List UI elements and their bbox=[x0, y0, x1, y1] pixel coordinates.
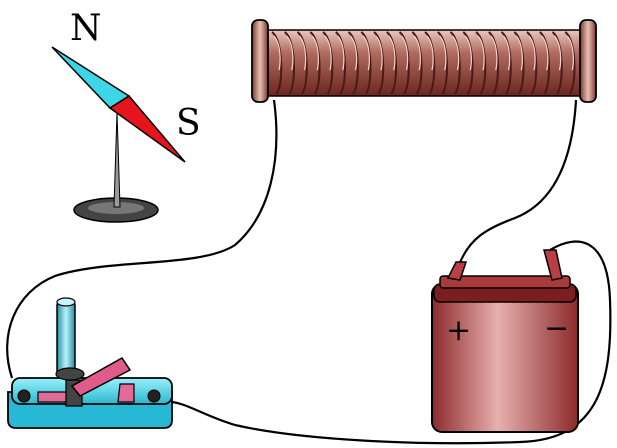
switch-right-contact bbox=[117, 383, 135, 403]
coil-winding-highlight bbox=[337, 35, 345, 71]
coil-winding-highlight bbox=[490, 35, 498, 71]
coil-winding-turn bbox=[373, 31, 385, 95]
coil-winding-highlight bbox=[541, 35, 549, 71]
coil-windings bbox=[271, 31, 576, 95]
battery-minus-label: − bbox=[544, 311, 569, 346]
coil-winding-highlight bbox=[464, 35, 472, 71]
coil-winding-turn bbox=[271, 31, 283, 95]
battery-minus-terminal bbox=[543, 249, 563, 281]
coil-winding-turn bbox=[296, 31, 308, 95]
coil-winding-highlight bbox=[439, 35, 447, 71]
coil-winding-turn bbox=[551, 31, 563, 95]
battery-top-lid bbox=[439, 275, 571, 289]
compass: N S bbox=[51, 8, 201, 223]
compass-needle-north bbox=[51, 46, 131, 109]
coil-winding-turn bbox=[386, 31, 398, 95]
switch-blade bbox=[70, 357, 132, 397]
coil-winding-highlight bbox=[299, 35, 307, 71]
coil-winding-highlight bbox=[324, 35, 332, 71]
wire-battery-minus-to-switch bbox=[171, 240, 612, 445]
coil-winding-turn bbox=[398, 31, 410, 95]
switch-handle-post bbox=[56, 301, 76, 375]
battery-body bbox=[431, 283, 579, 433]
coil-winding-highlight bbox=[515, 35, 523, 71]
coil-winding-turn bbox=[462, 31, 474, 95]
battery-plus-terminal bbox=[446, 261, 468, 281]
compass-north-label: N bbox=[70, 8, 102, 49]
coil-right-end bbox=[579, 19, 597, 103]
switch-left-screw bbox=[17, 389, 31, 403]
coil-winding-highlight bbox=[375, 35, 383, 71]
coil-winding-turn bbox=[424, 31, 436, 95]
compass-base-highlight bbox=[88, 202, 144, 214]
coil-winding-highlight bbox=[362, 35, 370, 71]
coil-winding-turn bbox=[513, 31, 525, 95]
coil-winding-highlight bbox=[413, 35, 421, 71]
coil-winding-highlight bbox=[401, 35, 409, 71]
coil-winding-highlight bbox=[566, 35, 574, 71]
coil-winding-turn bbox=[309, 31, 321, 95]
coil-winding-turn bbox=[347, 31, 359, 95]
coil-winding-highlight bbox=[503, 35, 511, 71]
coil-winding-turn bbox=[475, 31, 487, 95]
coil-winding-turn bbox=[335, 31, 347, 95]
coil-winding-turn bbox=[564, 31, 576, 95]
battery: + − bbox=[431, 249, 579, 433]
coil bbox=[251, 19, 597, 103]
battery-plus-label: + bbox=[446, 313, 471, 348]
coil-winding-highlight bbox=[426, 35, 434, 71]
coil-winding-turn bbox=[449, 31, 461, 95]
switch-handle-collar bbox=[55, 367, 85, 381]
coil-winding-turn bbox=[526, 31, 538, 95]
coil-winding-highlight bbox=[452, 35, 460, 71]
compass-needle-south bbox=[108, 95, 186, 163]
wire-coil-to-battery-plus bbox=[456, 99, 578, 269]
coil-winding-turn bbox=[539, 31, 551, 95]
compass-south-label: S bbox=[176, 103, 201, 144]
coil-winding-turn bbox=[500, 31, 512, 95]
coil-winding-highlight bbox=[350, 35, 358, 71]
coil-winding-highlight bbox=[311, 35, 319, 71]
coil-winding-turn bbox=[488, 31, 500, 95]
coil-winding-turn bbox=[411, 31, 423, 95]
coil-winding-highlight bbox=[477, 35, 485, 71]
compass-stand bbox=[113, 111, 121, 208]
wires bbox=[6, 99, 612, 445]
coil-winding-turn bbox=[360, 31, 372, 95]
coil-winding-turn bbox=[284, 31, 296, 95]
coil-winding-turn bbox=[437, 31, 449, 95]
coil-winding-highlight bbox=[388, 35, 396, 71]
coil-winding-highlight bbox=[286, 35, 294, 71]
coil-winding-highlight bbox=[273, 35, 281, 71]
switch-handle-top bbox=[56, 297, 76, 307]
coil-left-end bbox=[251, 19, 269, 103]
knife-switch bbox=[7, 297, 173, 429]
coil-winding-turn bbox=[322, 31, 334, 95]
wire-coil-to-switch bbox=[6, 99, 278, 379]
coil-winding-highlight bbox=[554, 35, 562, 71]
switch-right-screw bbox=[147, 389, 161, 403]
coil-winding-highlight bbox=[528, 35, 536, 71]
